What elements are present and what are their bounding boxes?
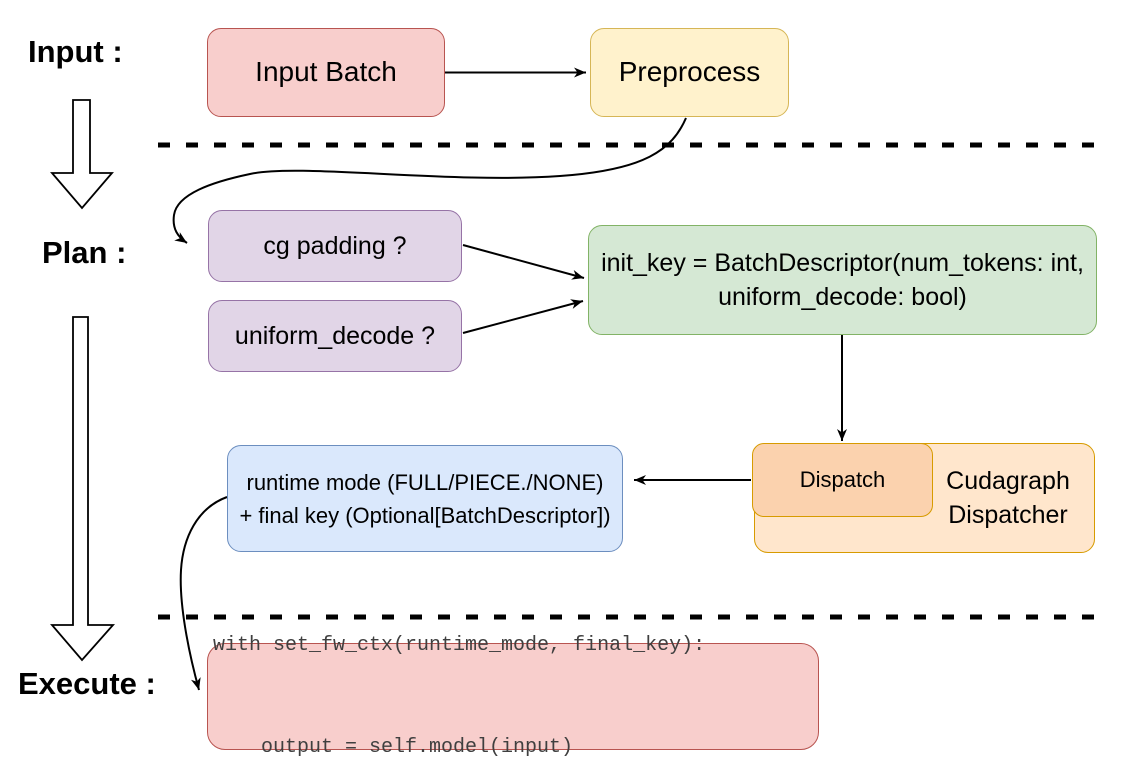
- arrow-preprocess-to-plan: [172, 117, 687, 244]
- node-execute-code-line1: with set_fw_ctx(runtime_mode, final_key)…: [213, 633, 706, 657]
- node-uniform-decode-label: uniform_decode ?: [234, 321, 436, 350]
- node-cudagraph-dispatcher-line2: Dispatcher: [948, 501, 1068, 529]
- node-dispatch-label: Dispatch: [799, 467, 886, 493]
- section-flow-arrow-plan-to-execute: [50, 316, 115, 662]
- node-uniform-decode: uniform_decode ?: [208, 300, 462, 372]
- section-label-execute: Execute :: [18, 666, 156, 701]
- node-input-batch: Input Batch: [207, 28, 445, 117]
- node-cg-padding: cg padding ?: [208, 210, 462, 282]
- node-dispatch: Dispatch: [752, 443, 933, 517]
- arrow-runtime-key-to-execute-code: [179, 496, 228, 691]
- node-init-key-line1: init_key = BatchDescriptor(num_tokens: i…: [601, 249, 1084, 277]
- arrow-uniform-decode-to-init-key: [462, 299, 584, 334]
- node-runtime-key-line2: + final key (Optional[BatchDescriptor]): [239, 502, 611, 528]
- node-preprocess-label: Preprocess: [618, 56, 761, 88]
- node-runtime-key-line1: runtime mode (FULL/PIECE./NONE): [246, 469, 604, 495]
- section-label-input: Input :: [28, 34, 123, 69]
- node-runtime-key: runtime mode (FULL/PIECE./NONE) + final …: [227, 445, 623, 552]
- section-label-plan: Plan :: [42, 235, 127, 270]
- arrow-cg-padding-to-init-key: [462, 244, 585, 280]
- node-execute-code: with set_fw_ctx(runtime_mode, final_key)…: [207, 634, 819, 759]
- node-execute-code-line2: output = self.model(input): [213, 735, 574, 759]
- node-preprocess: Preprocess: [590, 28, 789, 117]
- node-cudagraph-dispatcher-line1: Cudagraph: [946, 467, 1070, 495]
- node-cg-padding-label: cg padding ?: [263, 231, 407, 260]
- node-input-batch-label: Input Batch: [255, 56, 397, 88]
- node-init-key-line2: uniform_decode: bool): [718, 283, 967, 311]
- node-init-key: init_key = BatchDescriptor(num_tokens: i…: [588, 225, 1097, 335]
- section-flow-arrow-input-to-plan: [50, 99, 114, 210]
